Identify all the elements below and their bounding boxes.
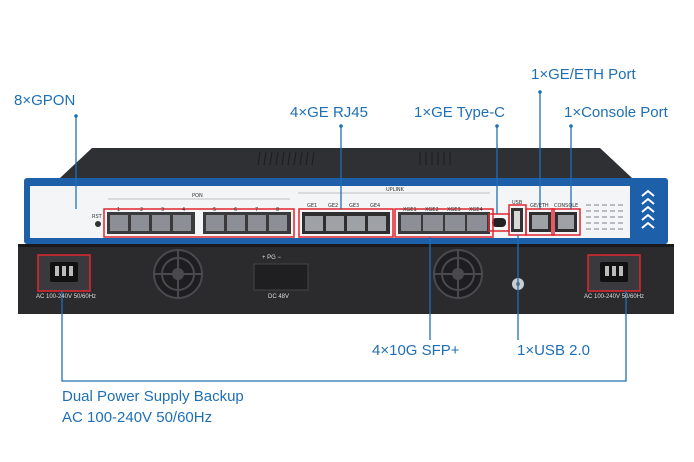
rear-panel <box>18 244 674 314</box>
pon-number: 3 <box>161 207 165 213</box>
sfp-port-label: XGE4 <box>469 207 483 213</box>
psu-left-label: AC 100-240V 50/60Hz <box>36 294 97 300</box>
pon-number: 4 <box>182 207 186 213</box>
ge-port-label: GE3 <box>349 203 360 209</box>
chevron-icons <box>641 189 655 229</box>
pon-ports <box>107 212 291 234</box>
pon-number: 5 <box>213 207 217 213</box>
status-leds <box>586 204 623 230</box>
callout-lines <box>61 92 627 382</box>
ge-port-label: GE4 <box>370 203 381 209</box>
pon-number: 8 <box>276 207 280 213</box>
fan-right <box>433 249 483 299</box>
callout-ge-type-c: 1×GE Type-C <box>414 104 506 121</box>
fan-left <box>153 249 203 299</box>
dc-terminal <box>253 263 309 291</box>
callout-ge-rj45: 4×GE RJ45 <box>290 104 368 121</box>
dc-pins-label: + PG − <box>262 255 282 261</box>
chassis-top <box>60 148 632 178</box>
callout-ge-eth-port: 1×GE/ETH Port <box>531 66 636 83</box>
psu-right-label: AC 100-240V 50/60Hz <box>584 294 645 300</box>
callout-psu-line1: Dual Power Supply Backup <box>62 388 244 405</box>
pon-number: 2 <box>140 207 144 213</box>
ge-rj45-ports <box>302 212 390 234</box>
ge-port-label: GE2 <box>328 203 339 209</box>
sfp-port-label: XGE2 <box>425 207 439 213</box>
reset-hole <box>95 221 101 227</box>
callout-psu-line2: AC 100-240V 50/60Hz <box>62 409 213 426</box>
type-c-port <box>492 218 506 227</box>
console-label: CONSOLE <box>554 203 579 209</box>
rst-label: RST <box>92 214 102 220</box>
pon-number: 6 <box>234 207 238 213</box>
top-vents <box>257 151 451 166</box>
chevron-badge <box>634 186 662 238</box>
usb-label: USB <box>512 200 523 206</box>
psu-right <box>587 254 641 292</box>
callout-sfp: 4×10G SFP+ <box>372 342 460 359</box>
uplink-group-label: UPLINK <box>386 187 404 193</box>
ge-port-label: GE1 <box>307 203 318 209</box>
sfp-port-label: XGE3 <box>447 207 461 213</box>
callout-usb: 1×USB 2.0 <box>517 342 590 359</box>
callout-gpon: 8×GPON <box>14 92 76 109</box>
ge-eth-label: GE/ETH <box>530 203 549 209</box>
pon-number: 7 <box>255 207 259 213</box>
psu-left <box>37 254 91 292</box>
sfp-ports <box>398 212 490 234</box>
sfp-port-label: XGE1 <box>403 207 417 213</box>
pon-group-label: PON <box>192 193 203 199</box>
pon-number: 1 <box>117 207 121 213</box>
callout-console-port: 1×Console Port <box>564 104 668 121</box>
dc-label: DC 48V <box>268 294 290 300</box>
